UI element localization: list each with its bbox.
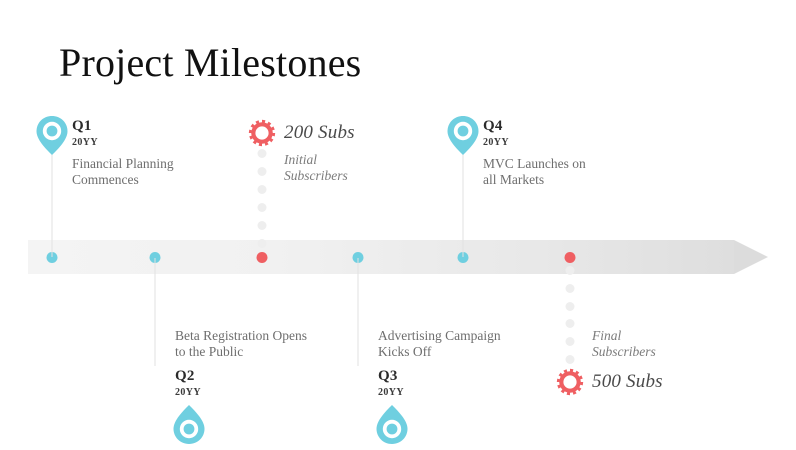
connector-dot [565,283,575,293]
map-pin-inverted-icon[interactable] [138,362,205,444]
milestone-heading-subs-500: 500 Subs [592,371,663,392]
milestone-quarter-label: Q4 [483,118,503,134]
gear-icon[interactable] [248,119,276,147]
map-pin-icon[interactable] [35,114,69,156]
milestone-description-q2: Beta Registration Opens to the Public [175,328,307,359]
milestone-year-label: 20YY [72,137,99,148]
milestone-description-subs-200: Initial Subscribers [284,152,348,183]
milestone-year-label: 20YY [175,387,202,398]
milestone-heading-q2: Q2 20YY [175,369,201,399]
connector-line-q2 [154,258,156,366]
page-title: Project Milestones [59,40,362,85]
connector-dotted-subs-500 [565,266,575,364]
milestone-heading-q3: Q3 20YY [378,369,404,399]
milestone-description-q4: MVC Launches on all Markets [483,156,586,187]
connector-dot [257,167,267,176]
connector-line-q3 [357,258,359,366]
milestone-description-q1: Financial Planning Commences [72,156,174,187]
milestone-heading-q1: Q1 20YY [72,119,98,149]
connector-dot [257,185,267,194]
milestone-heading-subs-200: 200 Subs [284,122,355,143]
timeline-dot-q2[interactable] [149,252,161,263]
timeline-bar-body [28,240,734,274]
map-pin-icon[interactable] [446,114,480,156]
milestone-description-q3: Advertising Campaign Kicks Off [378,328,501,359]
milestone-quarter-label: Q3 [378,368,398,384]
connector-line-q1 [51,152,53,257]
connector-line-q4 [462,152,464,257]
connector-dot [565,354,575,364]
connector-dot [257,149,267,158]
timeline-dot-q3[interactable] [352,252,364,263]
connector-dot [257,203,267,212]
milestone-year-label: 20YY [483,137,510,148]
timeline-dot-q1[interactable] [46,252,58,263]
timeline-bar [28,240,768,274]
connector-dot [257,221,267,230]
milestone-quarter-label: Q2 [175,368,195,384]
connector-dot [565,301,575,311]
milestone-quarter-label: Q1 [72,118,92,134]
connector-dot [257,239,267,248]
timeline-dot-subs-200[interactable] [256,252,268,263]
map-pin-inverted-icon[interactable] [341,362,408,444]
connector-dotted-subs-200 [257,149,267,248]
timeline-arrow-icon [734,240,768,274]
milestone-heading-q4: Q4 20YY [483,119,509,149]
timeline-dot-subs-500[interactable] [564,252,576,263]
connector-dot [565,319,575,329]
connector-dot [565,266,575,275]
connector-dot [565,337,575,347]
timeline-dot-q4[interactable] [457,252,469,263]
gear-icon[interactable] [556,368,584,396]
milestone-year-label: 20YY [378,387,405,398]
milestone-description-subs-500: Final Subscribers [592,328,656,359]
